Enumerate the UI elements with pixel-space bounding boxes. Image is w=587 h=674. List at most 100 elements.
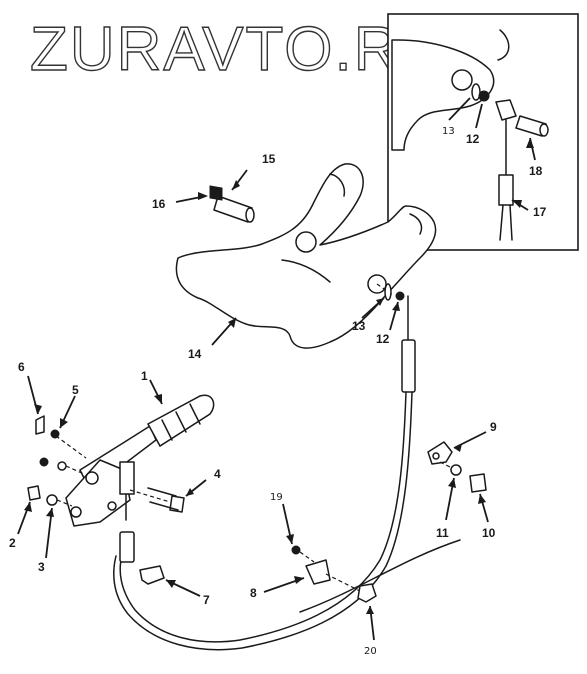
arrow-8: [294, 576, 304, 584]
inset-bracket-arm: [391, 39, 495, 151]
arrow-2: [24, 502, 32, 512]
callout-inset-13: 13: [442, 126, 455, 137]
inset-leader-12: [475, 103, 483, 129]
bracket-hole-upper: [295, 231, 317, 253]
arrow-10: [478, 494, 486, 504]
part-6: [35, 415, 45, 435]
washer-3: [46, 494, 58, 506]
callout-14: 14: [188, 347, 202, 361]
cable-run-outer: [113, 391, 413, 651]
callout-5: 5: [72, 383, 79, 397]
nut-20: [357, 583, 377, 603]
clip-7: [139, 565, 165, 585]
callout-11: 11: [436, 526, 449, 540]
inset-bracket-edge: [497, 29, 510, 61]
dash-lower: [56, 499, 73, 507]
pin-retainer-clip: [209, 185, 223, 201]
part-5: [50, 429, 60, 439]
inset-leader-13: [448, 97, 471, 121]
arrow-15: [232, 180, 240, 190]
cable-sheath-end: [401, 339, 416, 393]
callout-6: 6: [18, 360, 25, 374]
bracket-slot-right: [409, 213, 423, 235]
arrow-3: [46, 508, 54, 517]
handle-grip-ridges: [161, 403, 201, 441]
callout-19: 19: [270, 492, 283, 503]
bolt-4: 4: [147, 467, 221, 513]
watermark-text: ZURAVTO.RU: [30, 15, 447, 84]
inset-pin-end: [539, 123, 549, 137]
dash-5: [55, 435, 87, 459]
watermark: ZURAVTO.RU: [29, 14, 447, 84]
bracket-rib: [281, 259, 331, 283]
bracket-slot-upper: [329, 173, 346, 197]
cable-clip-7: 7: [139, 565, 210, 607]
callout-1: 1: [141, 369, 148, 383]
inset-cable-lower: [499, 204, 513, 241]
callout-16: 16: [152, 197, 166, 211]
bracket-9: [427, 441, 453, 465]
dash-upper: [65, 465, 85, 475]
handle-assembly: 1: [55, 369, 215, 563]
inset-arrow-17: [512, 200, 522, 208]
inset-cable-sleeve: [498, 174, 514, 206]
arrow-16: [198, 192, 208, 200]
callout-10: 10: [482, 526, 496, 540]
arrow-11: [448, 478, 456, 488]
arrow-19: [286, 534, 294, 544]
washer: [395, 291, 405, 301]
fasteners-2-3: 2 3: [9, 457, 85, 574]
base-hole-1: [85, 471, 99, 485]
bolt-4-shank: [147, 487, 179, 511]
callout-4: 4: [214, 467, 221, 481]
arrow-13: [376, 298, 384, 306]
callout-2: 2: [9, 536, 16, 550]
handle-cable-sheath: [119, 531, 135, 563]
arrow-12: [392, 302, 400, 311]
base-hole-2: [70, 506, 82, 518]
cotter-clip: [384, 283, 392, 301]
cable-run: [119, 391, 407, 643]
pivot-pin-end: [245, 207, 255, 223]
inset-clevis: [495, 99, 517, 121]
base-hole-3: [107, 501, 117, 511]
inset-clip: [471, 83, 481, 101]
arrow-20: [366, 606, 374, 614]
callout-15: 15: [262, 152, 276, 166]
cable-floor-line: [299, 539, 461, 613]
dash-9-11: [439, 461, 453, 469]
arrow-14: [228, 318, 236, 328]
clip-and-washer: 13 12: [352, 283, 405, 346]
upper-washer: [57, 461, 67, 471]
callout-3: 3: [38, 560, 45, 574]
callout-12: 12: [376, 332, 390, 346]
handle-ratchet: [119, 461, 135, 495]
arrow-7: [166, 580, 176, 588]
inset-arrow-18: [526, 138, 534, 148]
dash-19: [299, 551, 315, 563]
arrow-1: [154, 394, 162, 404]
inset-pivot-hole: [451, 69, 473, 91]
bracket-9-hole: [432, 452, 440, 460]
callout-inset-12: 12: [466, 132, 480, 146]
brake-cable: [113, 295, 461, 651]
upper-bolt-head: [39, 457, 49, 467]
callout-8: 8: [250, 586, 257, 600]
washer-11: [450, 464, 462, 476]
callout-9: 9: [490, 420, 497, 434]
inset-washer: [478, 90, 490, 102]
callout-20: 20: [364, 646, 377, 657]
bolt-2: [27, 485, 41, 501]
pivot-pin-assembly: 15 16: [152, 152, 276, 223]
guide-8: [305, 559, 331, 585]
bolt-19: [291, 545, 301, 555]
fasteners-9-10-11: 9 11 10: [427, 420, 497, 540]
callout-17: 17: [533, 205, 547, 219]
arrow-9: [454, 444, 462, 452]
callout-7: 7: [203, 593, 210, 607]
cable-guide-8-19-20: 8 19 20: [250, 492, 377, 657]
mounting-bracket: [175, 163, 437, 349]
callout-18: 18: [529, 164, 543, 178]
